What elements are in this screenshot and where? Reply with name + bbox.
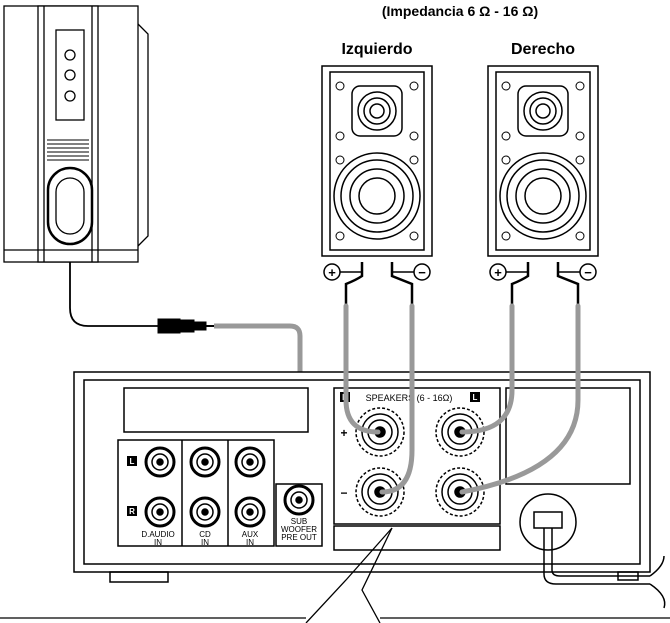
terminal-plus-label: +	[340, 426, 347, 440]
right-minus-sign: −	[584, 265, 592, 280]
input-label-daudio-1: D.AUDIO	[141, 530, 174, 539]
subwoofer-out-label-2: WOOFER	[281, 525, 317, 534]
input-label-daudio-2: IN	[154, 538, 162, 547]
channel-l-marker	[127, 456, 137, 466]
rca-jacks	[144, 446, 315, 528]
subwoofer-out-label-1: SUB	[291, 517, 307, 526]
left-minus-sign: −	[418, 265, 426, 280]
power-cord	[543, 528, 666, 609]
channel-r-input-label: R	[129, 507, 135, 516]
left-plus-sign: +	[328, 265, 336, 280]
right-speaker-label: Derecho	[511, 41, 575, 58]
input-label-cd-2: IN	[201, 538, 209, 547]
speaker-cable-leads	[344, 262, 580, 306]
impedance-label: (Impedancia 6 Ω - 16 Ω)	[382, 3, 538, 19]
right-plus-sign: +	[494, 265, 502, 280]
channel-r-marker	[127, 506, 137, 516]
speaker-wires	[343, 303, 581, 495]
subwoofer-out-label-3: PRE OUT	[281, 533, 317, 542]
input-label-cd-1: CD	[199, 530, 211, 539]
input-label-aux-2: IN	[246, 538, 254, 547]
channel-l-input-label: L	[130, 457, 135, 466]
speaker-l-marker	[470, 392, 480, 402]
left-speaker	[321, 65, 433, 257]
speaker-l-marker-label: L	[473, 393, 478, 402]
left-speaker-label: Izquierdo	[341, 41, 412, 58]
subwoofer-cable	[69, 262, 303, 474]
right-speaker	[487, 65, 599, 257]
left-speaker-terminals	[323, 262, 431, 281]
input-label-aux-1: AUX	[242, 530, 259, 539]
right-speaker-terminals	[489, 262, 597, 281]
speaker-terminal-label: SPEAKERS (6 - 16Ω)	[366, 393, 453, 403]
terminal-minus-label: −	[340, 486, 347, 500]
callout-lines	[0, 527, 670, 623]
subwoofer-unit	[3, 5, 149, 263]
